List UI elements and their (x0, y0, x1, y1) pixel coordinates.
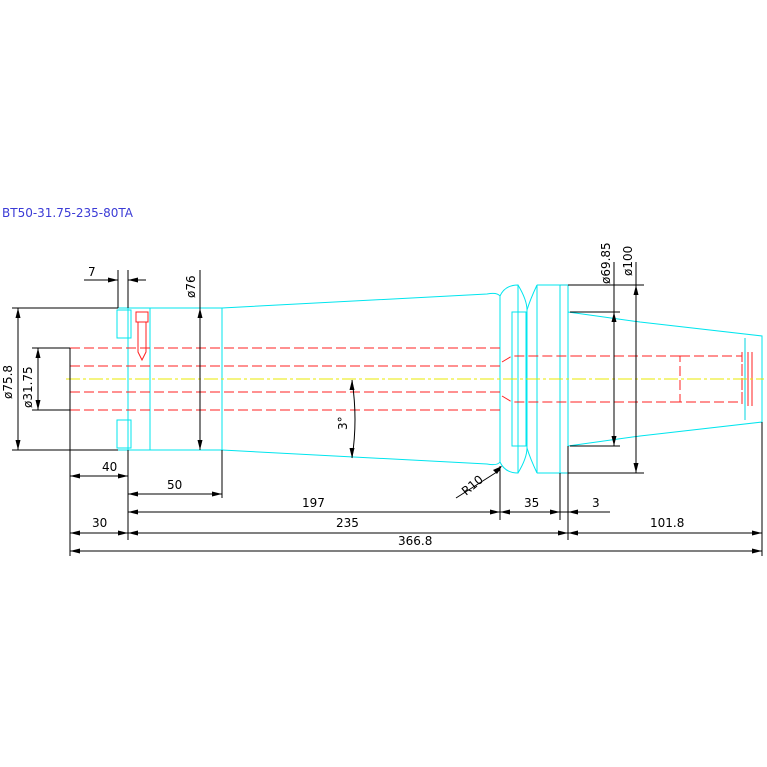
dim-label-197: 197 (302, 496, 325, 510)
dim-label-3: 3 (592, 496, 600, 510)
dim-label-50: 50 (167, 478, 182, 492)
dim-label-angle-3: 3° (336, 416, 350, 430)
dim-label-76: ø76 (184, 275, 198, 298)
bore-hidden-lines (70, 311, 753, 411)
dim-label-r10: R10 (459, 472, 486, 498)
dim-label-366-8: 366.8 (398, 534, 432, 548)
dim-label-30: 30 (92, 516, 107, 530)
dim-label-235: 235 (336, 516, 359, 530)
dim-label-69-85: ø69.85 (599, 242, 613, 284)
dim-label-75-8: ø75.8 (1, 365, 15, 399)
dimension-lines (12, 262, 763, 556)
dim-label-100: ø100 (621, 246, 635, 276)
dim-label-7: 7 (88, 265, 96, 279)
dimension-labels: ø75.8 ø31.75 ø76 ø69.85 ø100 7 40 50 197… (1, 242, 684, 548)
drawing-title: BT50-31.75-235-80TA (2, 206, 134, 220)
dim-label-101-8: 101.8 (650, 516, 684, 530)
dim-label-40: 40 (102, 460, 117, 474)
dim-label-31-75: ø31.75 (21, 366, 35, 408)
dim-label-35: 35 (524, 496, 539, 510)
